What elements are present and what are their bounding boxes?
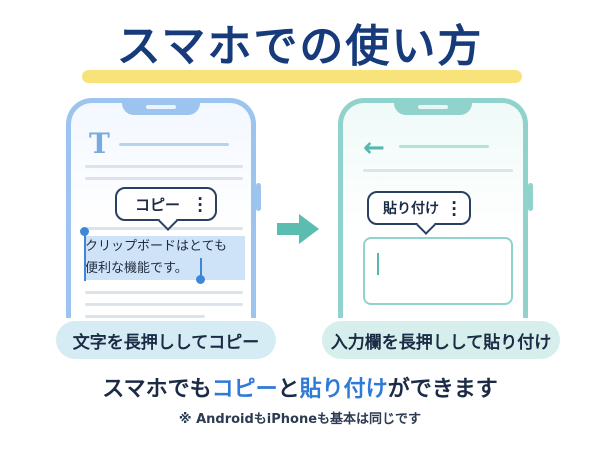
more-options-icon[interactable]: ··· xyxy=(197,190,203,220)
copy-label: コピー xyxy=(135,195,181,214)
phone-notch xyxy=(394,101,472,115)
phone-side-button xyxy=(528,183,533,211)
text-selection-highlight xyxy=(85,236,245,280)
bubble-tail xyxy=(416,215,436,235)
text-cursor xyxy=(377,253,379,275)
text-line xyxy=(85,165,243,168)
text-line xyxy=(85,315,205,318)
header-line xyxy=(119,143,229,146)
text-input-field[interactable] xyxy=(363,237,513,305)
summary-text: スマホでもコピーと貼り付けができます xyxy=(102,377,498,402)
text-icon: T xyxy=(89,127,110,160)
copy-menu-bubble[interactable]: コピー ··· xyxy=(115,187,217,231)
text-line xyxy=(85,177,243,180)
page-title: スマホでの使い方 xyxy=(116,21,484,72)
paste-step-caption: 入力欄を長押しして貼り付け xyxy=(322,321,560,359)
copy-highlight: コピー xyxy=(211,377,278,402)
text-line xyxy=(85,227,243,230)
paste-menu-bubble[interactable]: 貼り付け ··· xyxy=(367,191,471,235)
right-arrow-icon xyxy=(277,214,319,244)
text-line xyxy=(363,169,513,172)
more-options-icon[interactable]: ··· xyxy=(451,194,457,224)
selected-text[interactable]: クリップボードはとても 便利な機能です。 xyxy=(85,239,227,276)
copy-step-caption: 文字を長押ししてコピー xyxy=(56,321,276,359)
header-line xyxy=(399,145,489,148)
left-phone-illustration: T クリップボードはとても 便利な機能です。 コピー ··· xyxy=(66,98,261,318)
platform-note: ※ AndroidもiPhoneも基本は同じです xyxy=(178,412,422,427)
phone-side-button xyxy=(256,183,261,211)
paste-label: 貼り付け xyxy=(383,201,439,217)
selection-end-bar xyxy=(200,258,202,280)
text-line xyxy=(85,303,243,306)
paste-highlight: 貼り付け xyxy=(299,377,388,402)
right-phone-illustration: ← 貼り付け ··· xyxy=(338,98,533,318)
title-area: スマホでの使い方 xyxy=(0,18,600,88)
title-highlight xyxy=(82,70,522,83)
phone-notch xyxy=(122,101,200,115)
selection-end-handle-icon[interactable] xyxy=(196,275,205,284)
back-arrow-icon[interactable]: ← xyxy=(363,133,385,163)
text-line xyxy=(85,291,243,294)
selection-start-bar xyxy=(84,231,86,281)
